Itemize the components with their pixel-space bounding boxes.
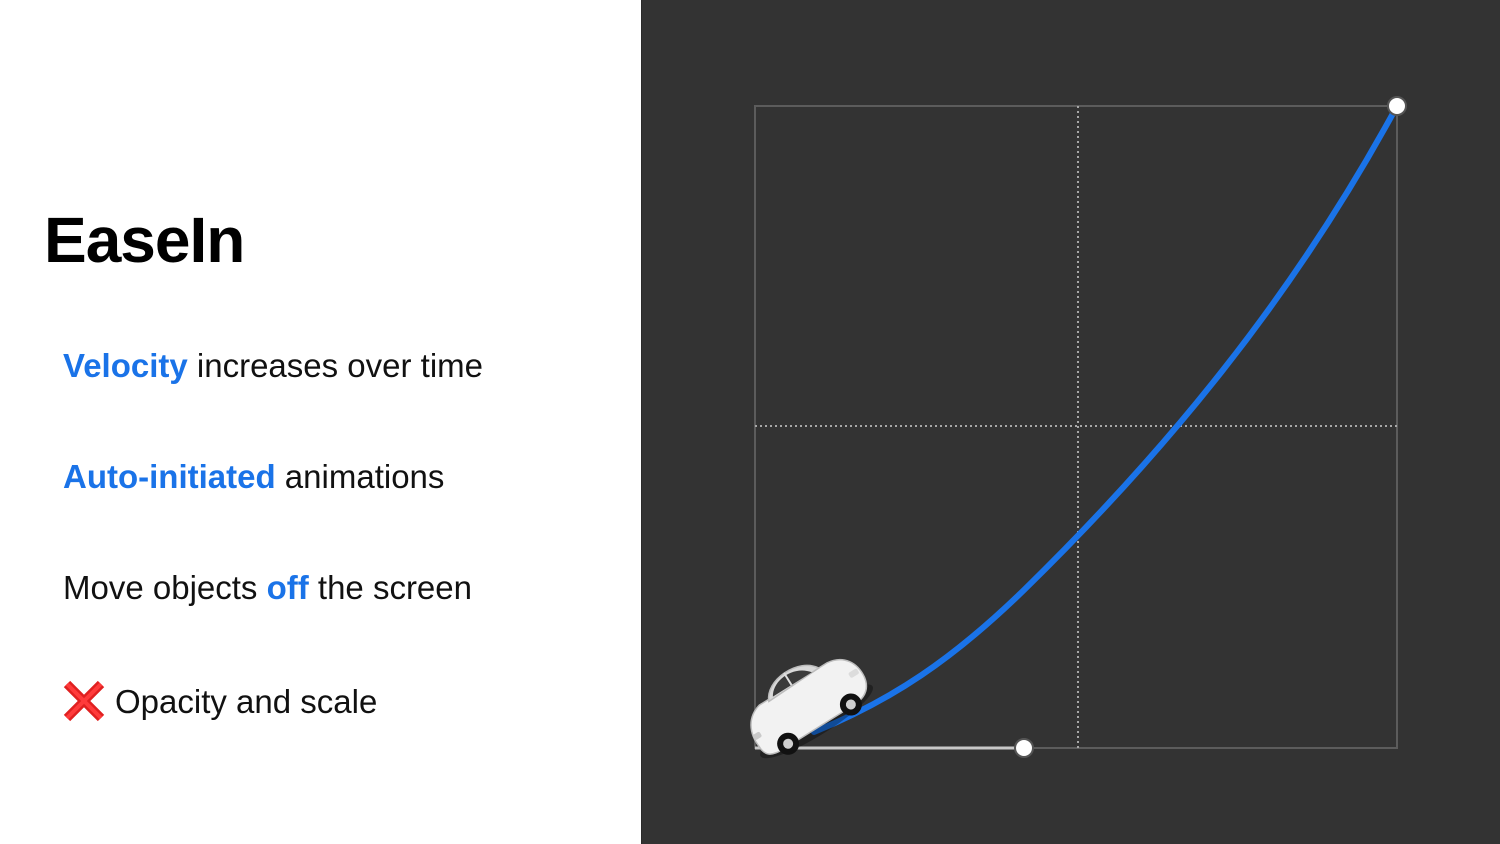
bullet-opacity-scale: Opacity and scale	[63, 680, 377, 722]
bullet-move-off-screen: Move objects off the screen	[63, 568, 472, 608]
cross-mark-icon	[63, 680, 105, 722]
bullet-text-after: the screen	[308, 569, 472, 606]
easing-curve-graph	[750, 96, 1407, 759]
bullet-highlight: Velocity	[63, 347, 188, 384]
bullet-velocity: Velocity increases over time	[63, 346, 483, 386]
bullet-text: Opacity and scale	[115, 683, 378, 720]
slide-title: EaseIn	[44, 204, 245, 276]
bullet-text: animations	[275, 458, 445, 495]
bullet-auto-initiated: Auto-initiated animations	[63, 457, 444, 497]
car-icon	[750, 658, 873, 759]
text-panel: EaseIn Velocity increases over time Auto…	[0, 0, 641, 844]
easing-curve-panel	[641, 0, 1500, 844]
bullet-highlight: off	[266, 569, 309, 606]
control-point-end[interactable]	[1387, 96, 1407, 116]
easing-curve	[811, 103, 1400, 735]
bullet-highlight: Auto-initiated	[63, 458, 276, 495]
bullet-text: increases over time	[187, 347, 484, 384]
bullet-text-before: Move objects	[63, 569, 267, 606]
control-point-start[interactable]	[1014, 738, 1034, 758]
